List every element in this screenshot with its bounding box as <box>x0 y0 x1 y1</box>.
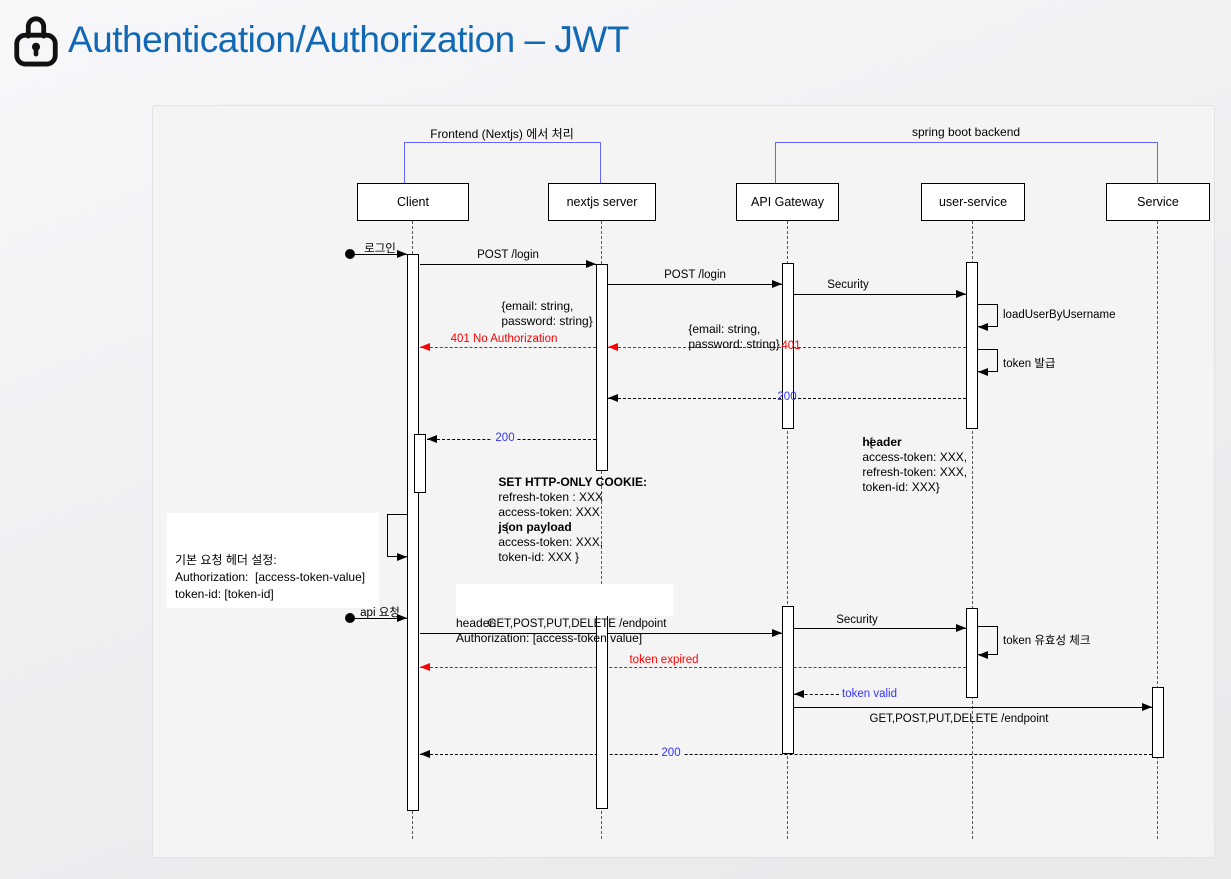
msg-line-security-2 <box>794 628 966 629</box>
arrowhead-endpoint-2 <box>1142 703 1152 711</box>
arrowhead-security-2 <box>956 624 966 632</box>
lifeline-api-gateway <box>787 221 788 839</box>
arrowhead-401-no-auth <box>420 343 430 351</box>
msg-label-api-request: api 요청 <box>360 607 400 619</box>
arrowhead-token-valid <box>794 690 804 698</box>
lifeline-head-service: Service <box>1106 183 1210 221</box>
msg-line-401-no-auth <box>420 347 596 348</box>
activation-user-service-2 <box>966 608 978 698</box>
arrowhead-token-expired <box>420 663 430 671</box>
msg-label-post-login-1: POST /login <box>477 249 539 261</box>
msg-line-security-1 <box>794 294 966 295</box>
activation-client-main <box>407 254 419 811</box>
bracket-backend-top <box>775 142 1158 143</box>
activation-gateway-1 <box>782 263 794 429</box>
selfloop-token-issue <box>978 349 998 372</box>
arrowhead-token-check <box>978 651 988 659</box>
lifeline-head-nextjs-server: nextjs server <box>548 183 656 221</box>
lifeline-head-client: Client <box>357 183 469 221</box>
page-title: Authentication/Authorization – JWT <box>68 19 629 60</box>
bracket-backend-right <box>1157 142 1158 183</box>
activation-client-nested <box>414 434 426 493</box>
bracket-frontend-right <box>600 142 601 183</box>
msg-line-post-login-2 <box>608 284 782 285</box>
msg-label-200-backend: 200 <box>777 391 797 403</box>
lifeline-nextjs-server <box>601 221 602 839</box>
start-dot-login <box>345 249 355 259</box>
msg-line-endpoint-2 <box>794 707 1152 708</box>
msg-line-token-valid <box>794 694 839 695</box>
bracket-frontend-top <box>404 142 601 143</box>
msg-body-post-login-2: {email: string, password: string} <box>688 322 780 351</box>
msg-label-security-2: Security <box>836 614 878 626</box>
msg-label-token-expired: token expired <box>626 654 702 666</box>
lifeline-head-api-gateway: API Gateway <box>736 183 839 221</box>
arrowhead-login <box>397 250 407 258</box>
note-default-headers: 기본 요청 헤더 설정: Authorization: [access-toke… <box>167 513 379 608</box>
msg-label-200-final: 200 <box>658 747 684 759</box>
start-dot-api-request <box>345 613 355 623</box>
lifeline-user-service <box>972 221 973 839</box>
note-header-response: header: { access-token: XXX, refresh-tok… <box>862 435 968 494</box>
msg-label-security-1: Security <box>827 279 869 291</box>
bracket-frontend-left <box>404 142 405 183</box>
msg-label-login: 로그인 <box>364 243 396 255</box>
msg-label-401: 401 <box>781 340 801 352</box>
note-request-header: header: Authorization: [access-token val… <box>456 584 673 645</box>
msg-line-login <box>350 254 407 255</box>
selfloop-load-user <box>978 304 998 327</box>
arrowhead-endpoint-1 <box>772 629 782 637</box>
arrowhead-api-request <box>397 614 407 622</box>
arrowhead-200-frontend <box>427 435 437 443</box>
msg-body-post-login-1: {email: string, password: string} <box>501 299 593 328</box>
selfloop-set-headers <box>387 514 407 557</box>
arrowhead-200-backend <box>608 394 618 402</box>
msg-label-post-login-2: POST /login <box>664 269 726 281</box>
msg-label-load-user: loadUserByUsername <box>1003 309 1116 321</box>
page-header: Authentication/Authorization – JWT <box>10 12 629 68</box>
msg-line-200-final <box>420 754 1152 755</box>
arrowhead-post-login-2 <box>772 280 782 288</box>
activation-user-service-1 <box>966 262 978 429</box>
activation-gateway-2 <box>782 606 794 754</box>
msg-label-200-frontend: 200 <box>492 432 518 444</box>
msg-line-api-request <box>350 618 407 619</box>
selfloop-token-check <box>978 626 998 655</box>
msg-label-token-valid: token valid <box>842 688 897 700</box>
msg-label-401-no-auth: 401 No Authorization <box>450 333 558 345</box>
arrowhead-200-final <box>420 750 430 758</box>
lifeline-service <box>1157 221 1158 839</box>
lifeline-head-user-service: user-service <box>921 183 1025 221</box>
msg-label-token-check: token 유효성 체크 <box>1003 635 1091 647</box>
msg-line-token-expired <box>420 667 966 668</box>
msg-label-token-issue: token 발급 <box>1003 358 1056 370</box>
msg-label-endpoint-1: GET,POST,PUT,DELETE /endpoint <box>487 618 667 630</box>
note-set-cookie: SET HTTP-ONLY COOKIE: refresh-token : XX… <box>498 475 648 564</box>
activation-service <box>1152 687 1164 758</box>
group-label-frontend: Frontend (Nextjs) 에서 처리 <box>430 127 574 141</box>
msg-label-endpoint-2: GET,POST,PUT,DELETE /endpoint <box>869 713 1049 725</box>
arrowhead-401 <box>608 343 618 351</box>
bracket-backend-left <box>775 142 776 183</box>
arrowhead-post-login-1 <box>586 260 596 268</box>
arrowhead-token-issue <box>978 368 988 376</box>
lock-icon <box>14 16 58 67</box>
activation-nextjs-1 <box>596 264 608 471</box>
arrowhead-load-user <box>978 323 988 331</box>
sequence-diagram-panel: Frontend (Nextjs) 에서 처리 spring boot back… <box>152 105 1215 858</box>
group-label-backend: spring boot backend <box>911 125 1021 139</box>
msg-line-post-login-1 <box>420 264 596 265</box>
arrowhead-set-headers <box>397 553 407 561</box>
arrowhead-security-1 <box>956 290 966 298</box>
